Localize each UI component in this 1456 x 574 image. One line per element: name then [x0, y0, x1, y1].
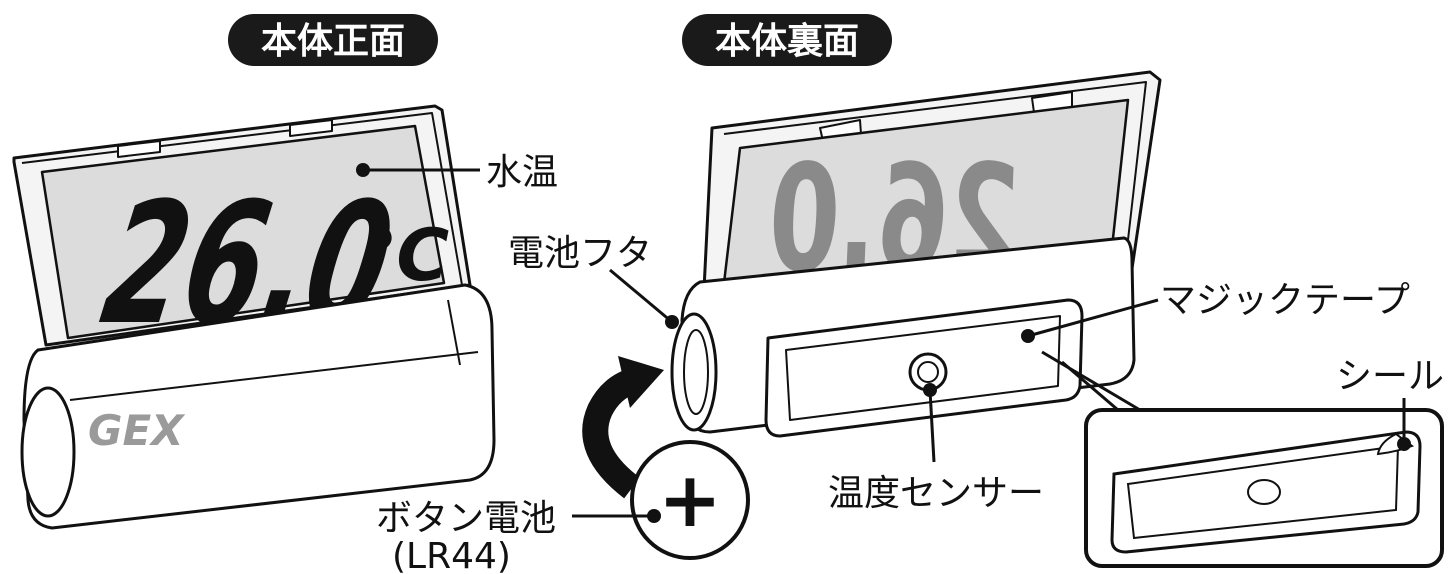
temp-sensor-label: 温度センサー — [828, 473, 1044, 514]
battery-plus-icon: + — [658, 455, 722, 544]
button-battery-label: ボタン電池 — [376, 498, 556, 539]
temp-sensor-callout: 温度センサー — [828, 383, 1044, 514]
battery-cover-callout: 電池フタ — [508, 233, 679, 329]
back-device: 26.0 — [670, 70, 1162, 438]
front-heading: 本体正面 — [228, 14, 438, 66]
front-device: 26.0 ℃ GEX — [12, 104, 496, 530]
water-temp-callout: 水温 — [356, 152, 558, 193]
magic-tape-label: マジックテープ — [1160, 280, 1410, 321]
button-battery-callout: ボタン電池 (LR44) — [376, 498, 661, 574]
back-heading-text: 本体裏面 — [715, 21, 859, 62]
zoom-inset — [1041, 350, 1444, 568]
magic-tape-callout: マジックテープ — [1021, 280, 1410, 343]
front-brand: GEX — [88, 406, 186, 455]
front-lcd — [40, 124, 446, 340]
battery-cover-label: 電池フタ — [508, 233, 652, 274]
water-temp-label: 水温 — [486, 152, 558, 193]
battery-insert-arrow — [582, 356, 664, 499]
seal-callout: シール — [1336, 356, 1444, 451]
front-unit: ℃ — [362, 213, 449, 297]
seal-label: シール — [1336, 356, 1444, 397]
front-heading-text: 本体正面 — [261, 21, 405, 62]
button-battery: + — [630, 440, 750, 560]
battery-model-label: (LR44) — [392, 536, 511, 574]
back-heading: 本体裏面 — [682, 14, 892, 66]
